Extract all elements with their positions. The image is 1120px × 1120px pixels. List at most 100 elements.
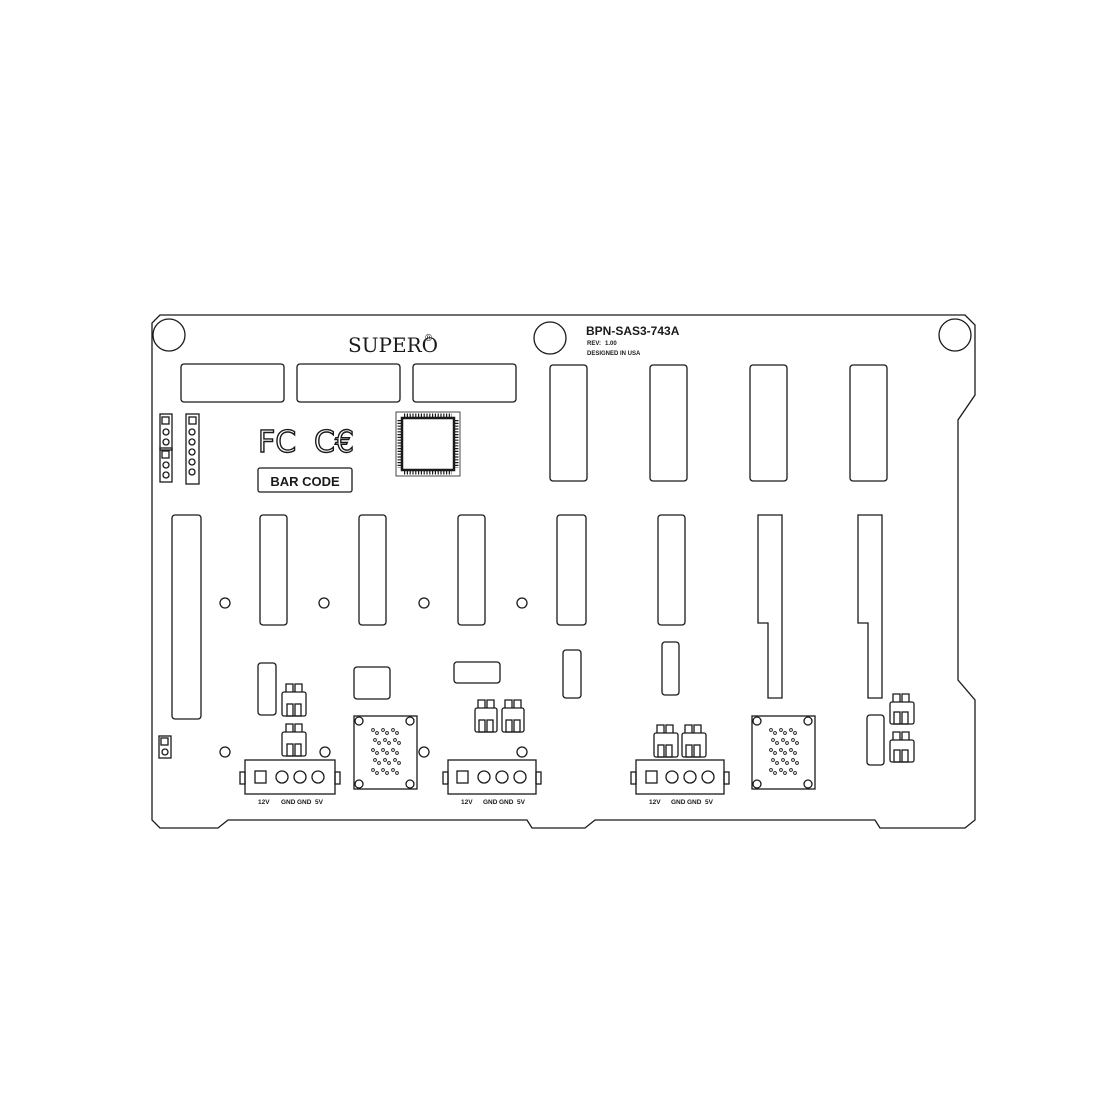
two-pin-connector (681, 724, 707, 758)
pin-label: GND (499, 799, 514, 806)
pin-label: 12V (258, 799, 270, 806)
contact-pin (397, 761, 401, 765)
contact-pin (393, 738, 397, 742)
contact-pin (779, 768, 783, 772)
contact-pin (385, 751, 389, 755)
contact-pin (793, 731, 797, 735)
small-component (353, 666, 391, 700)
rev-value: 1.00 (605, 341, 617, 347)
drive-slot (457, 514, 486, 626)
via-hole (418, 597, 430, 609)
contact-pin (397, 741, 401, 745)
small-component (562, 649, 582, 699)
small-component (257, 662, 277, 716)
contact-pin (373, 758, 377, 762)
mounting-hole (533, 321, 567, 355)
pin-label: GND (281, 799, 296, 806)
two-pin-connector (889, 693, 915, 725)
contact-pin (371, 768, 375, 772)
contact-pin (783, 751, 787, 755)
contact-pin (377, 741, 381, 745)
contact-pin (371, 748, 375, 752)
pin-label: GND (297, 799, 312, 806)
mounting-hole (152, 318, 186, 352)
via-hole (516, 597, 528, 609)
pin-label: 5V (315, 799, 324, 806)
contact-pin (769, 768, 773, 772)
contact-pin (795, 741, 799, 745)
contact-pin (783, 731, 787, 735)
two-pin-connector (281, 723, 307, 757)
via-hole (319, 746, 331, 758)
small-component (866, 714, 885, 766)
origin-label: DESIGNED IN USA (587, 351, 641, 357)
contact-pin (383, 738, 387, 742)
contact-pin (381, 728, 385, 732)
drive-slot (358, 514, 387, 626)
via-hole (418, 746, 430, 758)
contact-pin (791, 758, 795, 762)
power-connector (630, 759, 730, 795)
contact-pin (785, 761, 789, 765)
drive-slot-top (849, 364, 888, 482)
contact-pin (793, 771, 797, 775)
sas-connector (180, 363, 285, 403)
jumper-header-left (159, 413, 173, 483)
ce-mark: C€ (314, 425, 354, 460)
fcc-mark: FC (258, 425, 296, 460)
jumper-small (158, 735, 172, 759)
via-hole (516, 746, 528, 758)
power-connector (239, 759, 341, 795)
contact-pin (791, 738, 795, 742)
contact-pin (773, 771, 777, 775)
contact-pin (779, 728, 783, 732)
barcode-label: BAR CODE (270, 474, 340, 489)
small-component (661, 641, 680, 696)
contact-pin (771, 758, 775, 762)
contact-pin (391, 748, 395, 752)
drive-slot-stepped (757, 514, 783, 699)
pin-label: GND (483, 799, 498, 806)
two-pin-connector (501, 699, 525, 733)
small-component (453, 661, 501, 684)
pin-header (185, 413, 200, 485)
contact-pin (395, 731, 399, 735)
two-pin-connector (474, 699, 498, 733)
contact-pin (371, 728, 375, 732)
contact-pin (377, 761, 381, 765)
contact-pin (773, 731, 777, 735)
contact-pin (769, 748, 773, 752)
pin-label: 5V (517, 799, 526, 806)
contact-pin (375, 751, 379, 755)
contact-pin (381, 768, 385, 772)
drive-slot (657, 514, 686, 626)
barcode-box (257, 467, 353, 493)
registered-mark: ® (424, 334, 433, 344)
drive-slot-long (171, 514, 202, 720)
contact-pin (785, 741, 789, 745)
contact-pin (769, 728, 773, 732)
contact-pin (381, 748, 385, 752)
contact-pin (373, 738, 377, 742)
contact-pin (385, 731, 389, 735)
pin-label: GND (671, 799, 686, 806)
contact-pin (393, 758, 397, 762)
contact-pin (789, 728, 793, 732)
via-hole (219, 597, 231, 609)
model-label: BPN-SAS3-743A (586, 324, 680, 338)
contact-pin (789, 748, 793, 752)
drive-slot (259, 514, 288, 626)
controller-chip (395, 411, 461, 477)
contact-pin (793, 751, 797, 755)
contact-pin (383, 758, 387, 762)
pin-label: 12V (461, 799, 473, 806)
drive-slot-top (549, 364, 588, 482)
drive-slot-top (649, 364, 688, 482)
contact-pin (781, 738, 785, 742)
pin-label: GND (687, 799, 702, 806)
contact-pin (779, 748, 783, 752)
contact-pin (395, 771, 399, 775)
mounting-hole (938, 318, 972, 352)
pin-label: 5V (705, 799, 714, 806)
